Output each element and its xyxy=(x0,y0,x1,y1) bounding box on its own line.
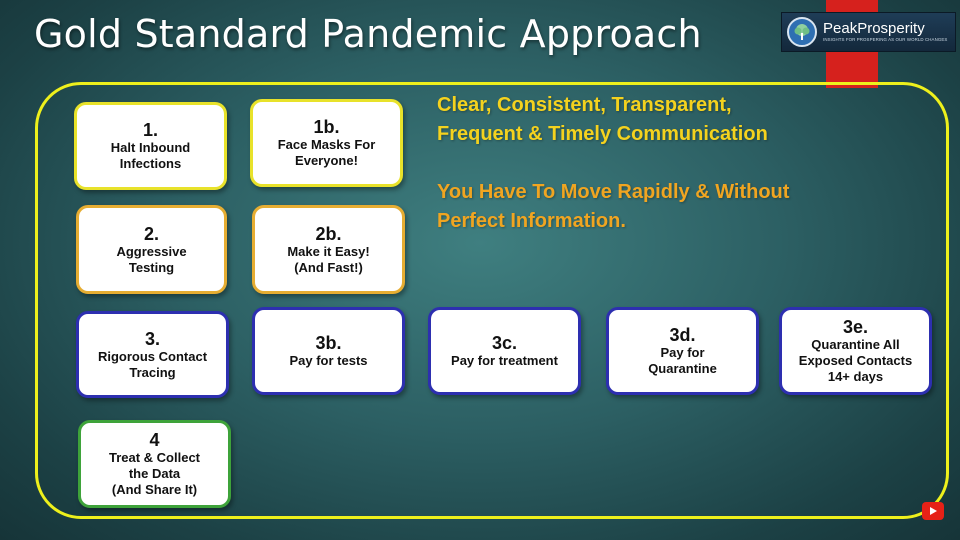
step-number: 3e. xyxy=(842,317,869,337)
brand-name: PeakProsperity xyxy=(823,20,925,37)
step-number: 2b. xyxy=(315,223,342,244)
step-box-2: 2. Aggressive Testing xyxy=(76,205,227,294)
message-move-rapidly: You Have To Move Rapidly & Without Perfe… xyxy=(437,181,790,232)
tree-logo-icon xyxy=(787,17,817,47)
youtube-play-icon[interactable] xyxy=(922,502,944,520)
brand-logo: PeakProsperity INSIGHTS FOR PROSPERING A… xyxy=(781,12,956,52)
content-frame xyxy=(35,82,949,519)
brand-tagline: INSIGHTS FOR PROSPERING AS OUR WORLD CHA… xyxy=(823,37,948,42)
step-number: 2. xyxy=(143,223,159,244)
step-box-3e: 3e. Quarantine All Exposed Contacts 14+ … xyxy=(779,307,932,395)
step-number: 3c. xyxy=(491,333,518,353)
step-label: Pay for Quarantine xyxy=(648,345,717,376)
step-box-3d: 3d. Pay for Quarantine xyxy=(606,307,759,395)
step-label: Halt Inbound Infections xyxy=(110,140,191,171)
step-number: 3d. xyxy=(669,325,696,345)
step-number: 3. xyxy=(144,328,160,349)
step-box-1b: 1b. Face Masks For Everyone! xyxy=(250,99,403,187)
step-number: 1b. xyxy=(313,117,340,137)
step-box-3c: 3c. Pay for treatment xyxy=(428,307,581,395)
step-label: Face Masks For Everyone! xyxy=(277,137,376,168)
step-label: Quarantine All Exposed Contacts 14+ days xyxy=(798,337,913,384)
step-label: Pay for tests xyxy=(289,353,368,368)
step-number: 3b. xyxy=(315,333,342,353)
step-box-4: 4 Treat & Collect the Data (And Share It… xyxy=(78,420,231,508)
step-box-3b: 3b. Pay for tests xyxy=(252,307,405,395)
step-label: Treat & Collect the Data (And Share It) xyxy=(108,450,201,497)
step-box-3: 3. Rigorous Contact Tracing xyxy=(76,311,229,398)
slide-title: Gold Standard Pandemic Approach xyxy=(34,12,702,56)
step-label: Pay for treatment xyxy=(451,353,558,368)
step-box-1: 1. Halt Inbound Infections xyxy=(74,102,227,190)
step-label: Rigorous Contact Tracing xyxy=(97,348,208,380)
step-box-2b: 2b. Make it Easy! (And Fast!) xyxy=(252,205,405,294)
step-label: Make it Easy! (And Fast!) xyxy=(287,243,370,275)
step-number: 1. xyxy=(142,120,158,140)
step-label: Aggressive Testing xyxy=(116,243,187,275)
step-number: 4 xyxy=(149,430,160,450)
message-communication: Clear, Consistent, Transparent, Frequent… xyxy=(437,94,768,145)
